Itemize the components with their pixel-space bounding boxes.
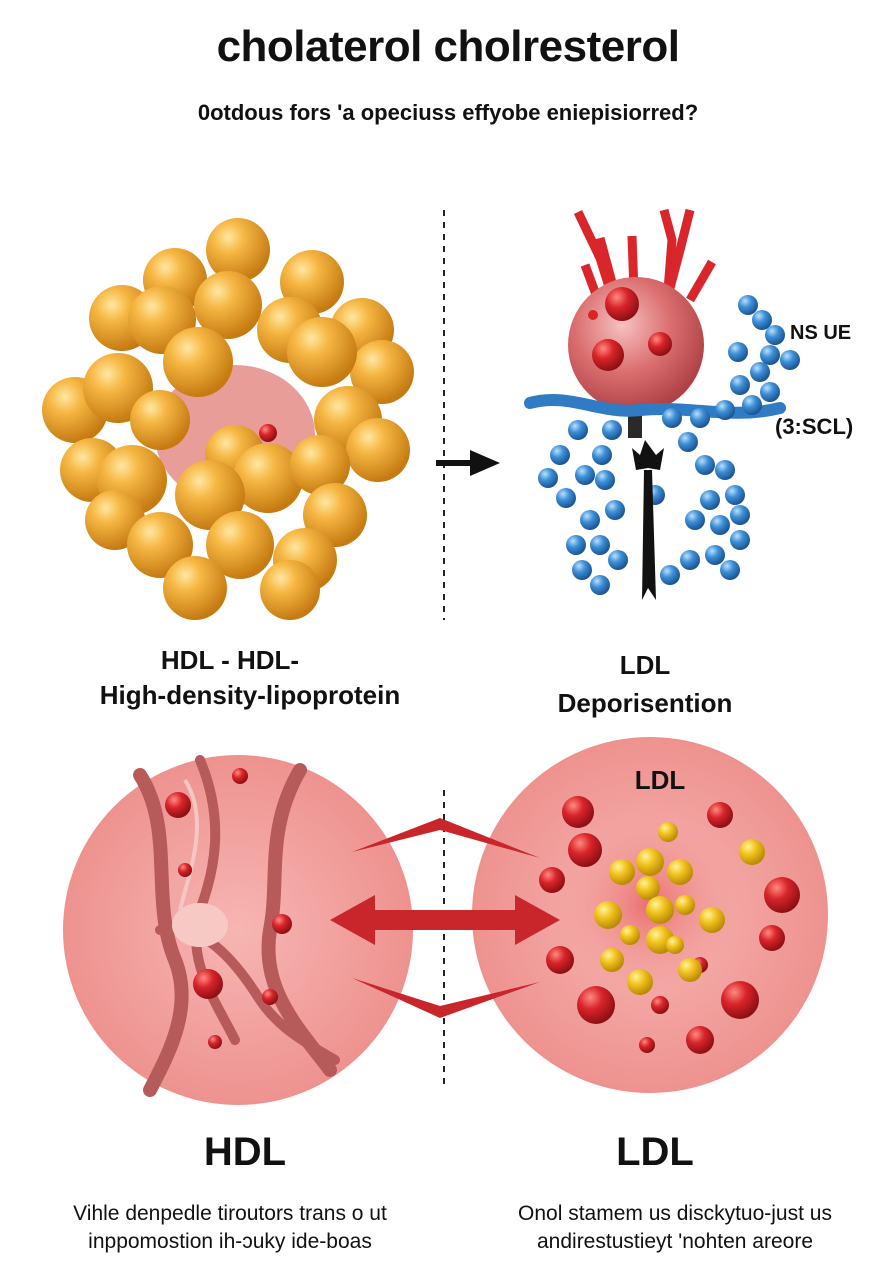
ldl-description: Onol stamem us disckytuo-just us andires… [460,1200,890,1256]
hdl-label-line2: High-density-lipoprotein [99,680,401,710]
ldl-bottom-title: LDL [616,1130,694,1174]
hdl-bottom-title: HDL [203,1130,287,1174]
annotation-ns-ue: NS UE [790,322,852,344]
ldl-description-line1: Onol stamem us disckytuo-just us [518,1202,832,1225]
ldl-circle-label: LDL [634,765,686,795]
annotation-scl: (3:SCL) [775,414,854,439]
hdl-description-line1: Vihle denpedle tiroutors trans o ut [73,1202,387,1225]
ldl-particle-diagram [524,208,800,600]
transition-arrow-icon [436,450,500,476]
page-title: cholaterol cholresterol [216,22,680,71]
page-subtitle: 0otdous fors 'a opeciuss effyobe eniepis… [197,100,699,125]
ldl-label-line2: Deporisention [557,688,733,718]
hdl-vessel-circle [63,755,413,1105]
hdl-label-line1: HDL - HDL- [160,645,300,675]
hdl-particle-cluster [42,218,414,620]
ldl-label-line1: LDL [619,650,671,680]
hdl-description-line2: inppomostion ih-ɔuky ide-boas [88,1230,372,1253]
hdl-description: Vihle denpedle tiroutors trans o ut inpp… [10,1200,450,1256]
exchange-arrows-icon [330,818,560,1018]
ldl-plaque-circle [472,737,828,1093]
ldl-description-line2: andirestustieyt 'nohten areore [536,1230,813,1253]
